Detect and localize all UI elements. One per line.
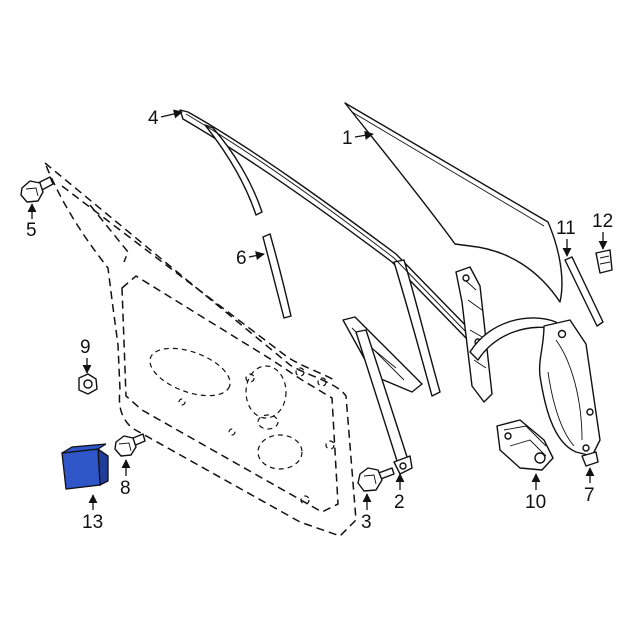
callout-8: 8 <box>120 459 131 499</box>
callout-label-8: 8 <box>120 478 131 499</box>
part-10-regulator-motor <box>496 419 554 471</box>
callout-7: 7 <box>584 467 595 506</box>
callout-12: 12 <box>592 211 613 250</box>
callout-11: 11 <box>556 218 576 257</box>
callout-label-5: 5 <box>26 220 37 241</box>
callout-label-1: 1 <box>342 128 353 149</box>
leader-arrow-4 <box>160 109 183 119</box>
part-9-nut <box>78 373 98 395</box>
part-6-run-strip <box>262 233 292 319</box>
callout-label-2: 2 <box>394 492 405 513</box>
callout-label-6: 6 <box>236 248 247 269</box>
callout-label-3: 3 <box>361 512 372 533</box>
part-13-module-front <box>61 448 101 490</box>
callout-label-7: 7 <box>584 485 595 506</box>
callout-13: 13 <box>82 494 103 533</box>
callout-label-9: 9 <box>80 337 91 358</box>
part-13-module-top <box>61 443 107 454</box>
callout-1: 1 <box>342 128 374 149</box>
callout-10: 10 <box>525 473 546 513</box>
callout-9: 9 <box>80 337 92 374</box>
part-11-rear-strip <box>564 256 604 327</box>
callout-label-13: 13 <box>82 512 103 533</box>
part-2-guide-rail <box>342 316 423 475</box>
part-12-clip <box>595 249 613 274</box>
door-shell-outline <box>44 162 357 537</box>
part-3-bolt <box>357 467 395 492</box>
part-8-bolt <box>114 433 146 457</box>
callout-4: 4 <box>148 108 183 129</box>
part-13-control-module <box>61 443 109 490</box>
part-1-door-glass <box>344 102 563 303</box>
part-7-window-regulator <box>455 266 601 467</box>
callout-3: 3 <box>361 493 372 533</box>
callout-5: 5 <box>26 203 37 241</box>
callout-label-12: 12 <box>592 211 613 232</box>
leader-arrow-6 <box>248 251 265 261</box>
callout-label-4: 4 <box>148 108 159 129</box>
callout-label-10: 10 <box>525 492 546 513</box>
callout-6: 6 <box>236 248 265 269</box>
callout-label-11: 11 <box>556 218 576 239</box>
callout-2: 2 <box>394 473 405 513</box>
leader-arrow-1 <box>354 130 374 140</box>
part-5-bolt <box>20 176 54 203</box>
